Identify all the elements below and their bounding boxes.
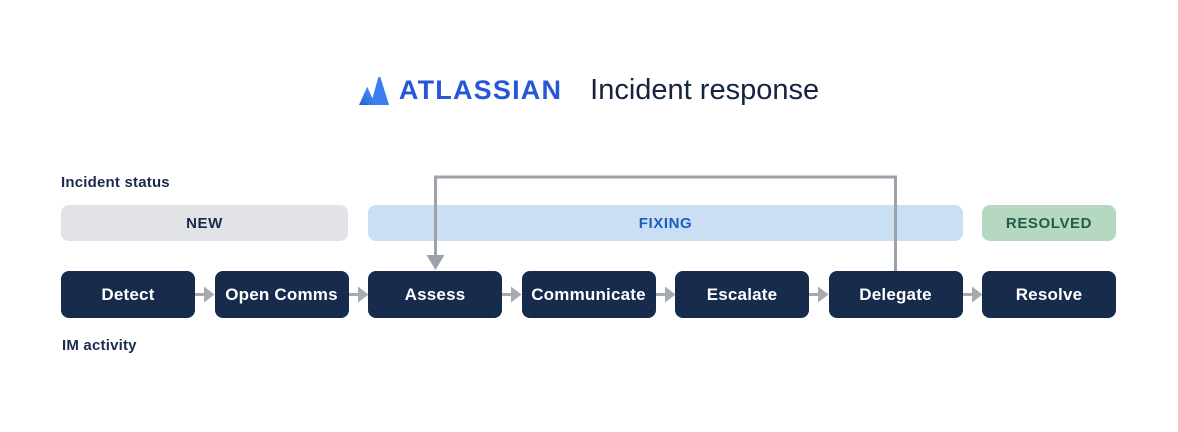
atlassian-logo-icon [358,76,389,105]
im-activities-row: Detect Open Comms Assess Communicate Esc… [61,271,1116,318]
brand-wordmark: ATLASSIAN [398,74,563,105]
connector-arrow-icon [655,286,675,303]
activity-box-detect: Detect [61,271,195,318]
header: ATLASSIAN Incident response [0,70,1178,110]
connector-arrow-icon [502,286,522,303]
page-title: Incident response [590,73,820,106]
activity-box-delegate: Delegate [828,271,963,318]
activity-box-assess: Assess [368,271,502,318]
im-activity-label: IM activity [62,337,137,354]
status-bar-new: NEW [61,205,348,241]
activity-box-open-comms: Open Comms [214,271,349,318]
connector-arrow-icon [962,286,982,303]
connector-arrow-icon [809,286,829,303]
activity-box-communicate: Communicate [521,271,656,318]
activity-box-escalate: Escalate [675,271,809,318]
status-bar-fixing: FIXING [368,205,963,241]
activity-box-resolve: Resolve [982,271,1116,318]
connector-arrow-icon [195,286,215,303]
status-bar-resolved: RESOLVED [982,205,1116,241]
incident-status-label: Incident status [61,174,170,191]
connector-arrow-icon [348,286,368,303]
